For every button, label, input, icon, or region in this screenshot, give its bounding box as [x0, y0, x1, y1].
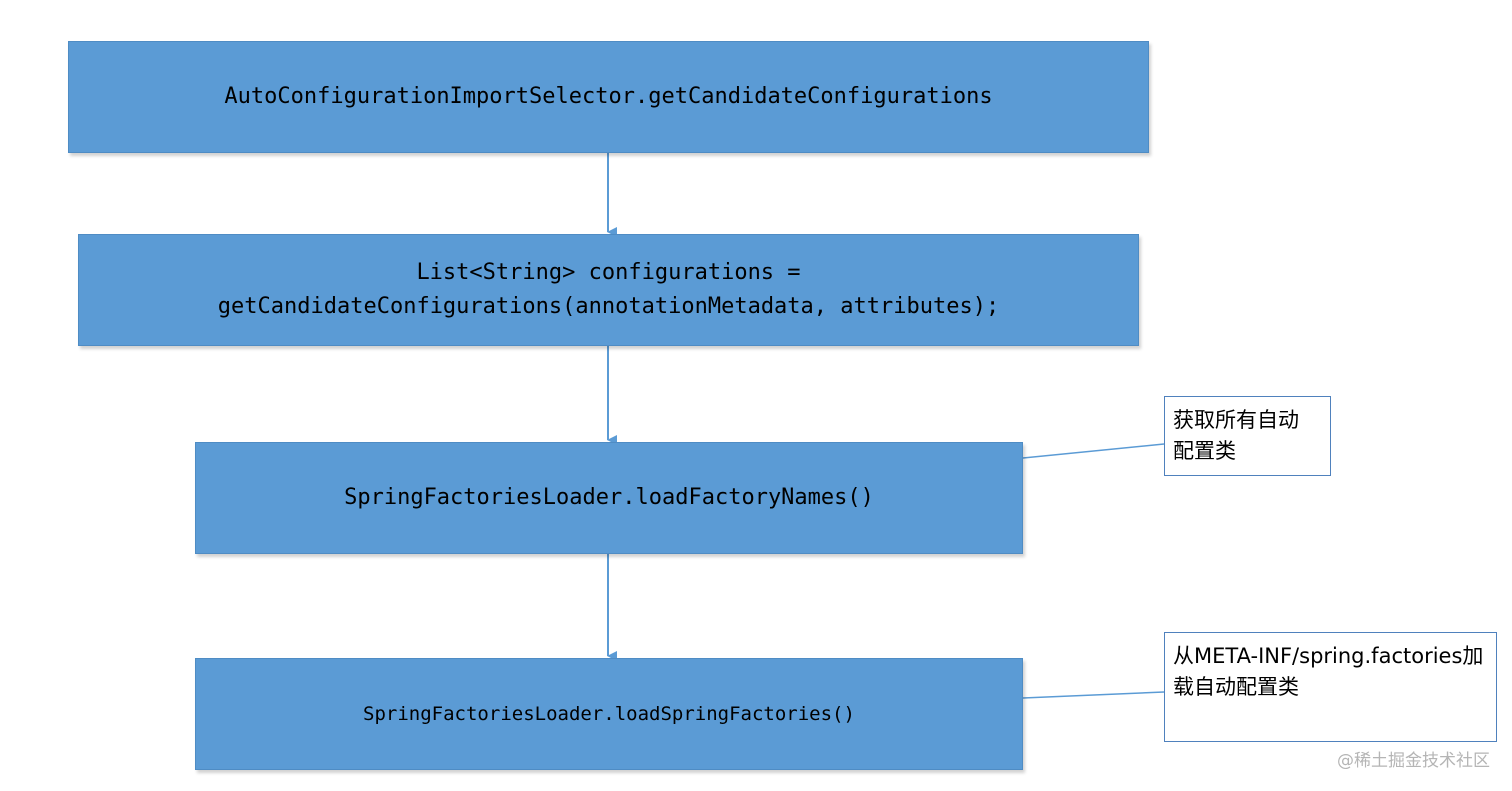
flow-step-load-factory-names: SpringFactoriesLoader.loadFactoryNames() — [195, 442, 1023, 554]
flow-step-label: SpringFactoriesLoader.loadSpringFactorie… — [363, 703, 855, 725]
flow-step-label: List<String> configurations = getCandida… — [217, 260, 1000, 319]
annotation-note-load-from-spring-factories: 从META-INF/spring.factories加 载自动配置类 — [1164, 632, 1497, 742]
flow-step-label: AutoConfigurationImportSelector.getCandi… — [224, 84, 993, 109]
callout-line-note2 — [1022, 691, 1165, 699]
flow-step-label: SpringFactoriesLoader.loadFactoryNames() — [344, 485, 874, 510]
flow-step-configurations-assignment: List<String> configurations = getCandida… — [78, 234, 1139, 346]
flow-step-load-spring-factories: SpringFactoriesLoader.loadSpringFactorie… — [195, 658, 1023, 770]
annotation-note-text: 从META-INF/spring.factories加 载自动配置类 — [1173, 644, 1484, 699]
watermark-text: @稀土掘金技术社区 — [1337, 751, 1490, 771]
annotation-note-get-all-auto-config: 获取所有自动 配置类 — [1164, 396, 1331, 476]
flow-step-get-candidate-configurations: AutoConfigurationImportSelector.getCandi… — [68, 41, 1149, 153]
callout-line-note1 — [1022, 443, 1165, 459]
annotation-note-text: 获取所有自动 配置类 — [1173, 408, 1299, 463]
